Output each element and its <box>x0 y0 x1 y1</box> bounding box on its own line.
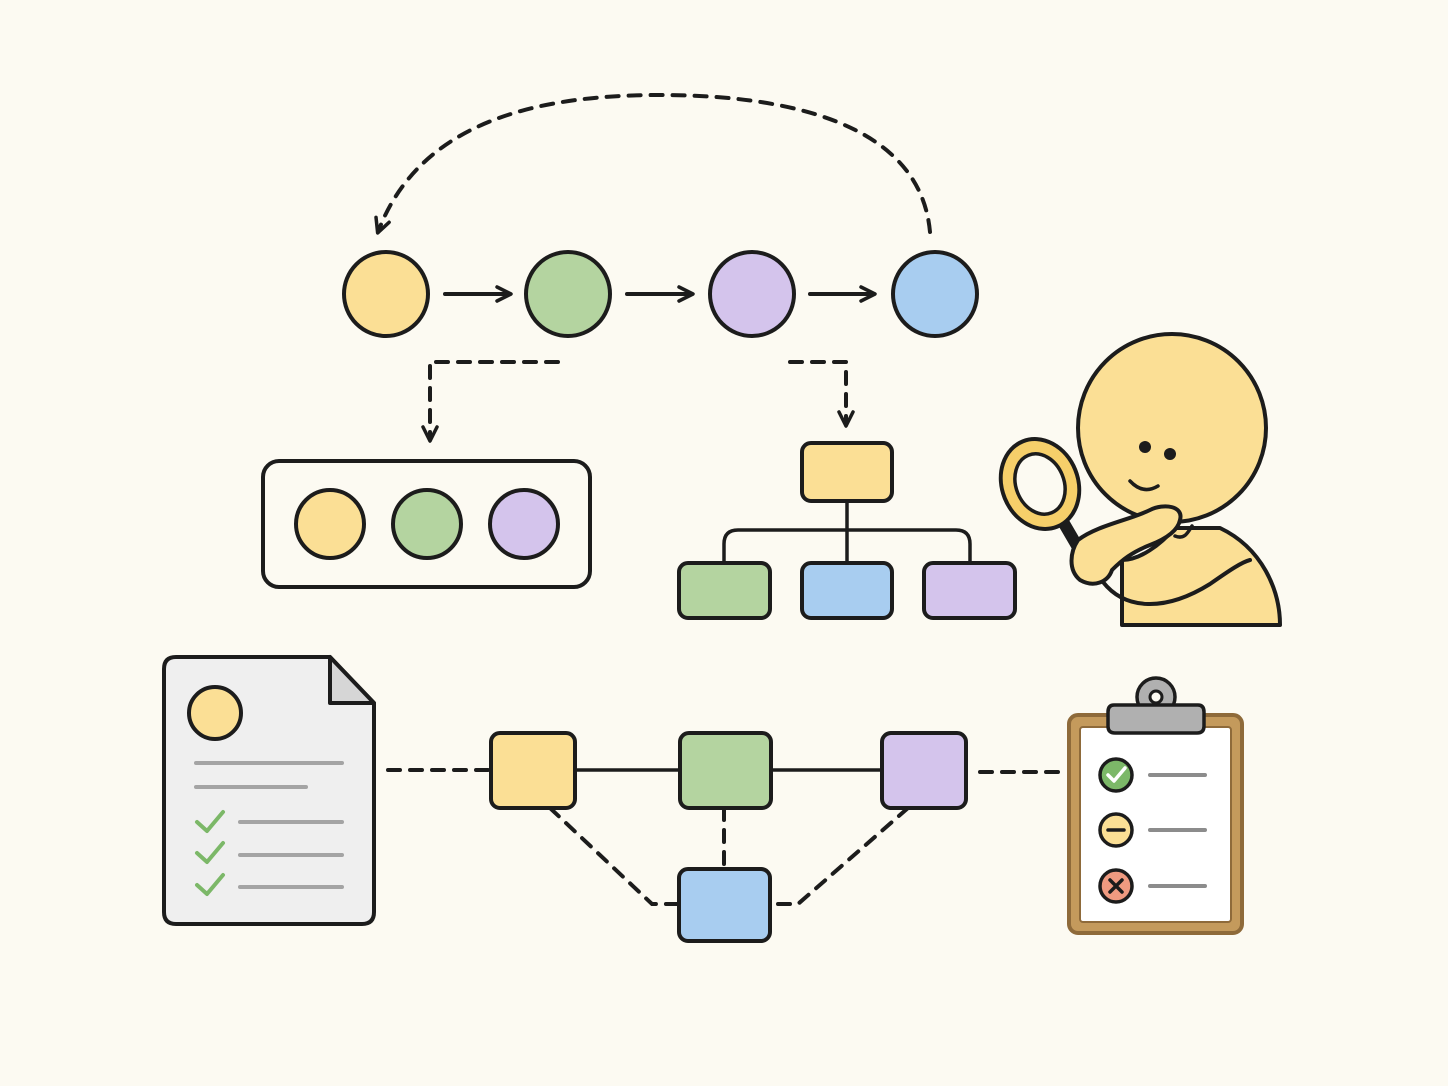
network-graph <box>386 731 1064 943</box>
clipboard-clip-hole <box>1148 689 1164 705</box>
group-box <box>261 459 592 589</box>
document-fold <box>328 655 376 705</box>
network-node <box>677 867 772 943</box>
check-circle-icon <box>1098 757 1134 793</box>
character-smile <box>1128 479 1160 492</box>
branch-arrow <box>788 360 855 428</box>
group-circle <box>391 488 463 560</box>
character-eye <box>1139 441 1151 453</box>
branch-arrow <box>421 360 560 443</box>
network-node <box>880 731 968 810</box>
flow-node <box>708 250 796 338</box>
group-circle <box>488 488 560 560</box>
magnifier-glass <box>1013 452 1067 516</box>
character-arm <box>1101 558 1252 606</box>
flow-sequence <box>342 92 979 443</box>
tree-child <box>677 561 772 620</box>
check-icon <box>195 841 225 864</box>
group-circle <box>294 488 366 560</box>
tree-child <box>922 561 1017 620</box>
flow-node <box>891 250 979 338</box>
hierarchy-tree <box>677 441 1017 620</box>
loop-back-arrow <box>374 92 932 235</box>
network-node <box>678 731 773 810</box>
flow-node <box>342 250 430 338</box>
network-node <box>489 731 577 810</box>
tree-child <box>800 561 894 620</box>
document-avatar <box>187 685 243 741</box>
dashed-link <box>548 806 682 906</box>
document-checklist <box>195 810 344 896</box>
clipboard-clip <box>1106 703 1206 735</box>
character-eye <box>1164 448 1176 460</box>
character-body <box>1120 526 1282 627</box>
check-icon <box>195 810 225 833</box>
character-head <box>1076 332 1268 524</box>
character-finger <box>1173 524 1194 539</box>
flow-node <box>524 250 612 338</box>
tree-connector <box>722 500 972 564</box>
dashed-link <box>768 806 910 906</box>
tree-root <box>800 441 894 503</box>
x-mark <box>1108 878 1124 894</box>
check-icon <box>195 873 225 896</box>
status-list <box>1098 757 1207 904</box>
clipboard-icon <box>1067 676 1244 935</box>
character-hand <box>1069 504 1183 586</box>
document-icon <box>162 655 376 926</box>
check-mark <box>1106 766 1127 783</box>
inspector-character <box>998 332 1282 627</box>
